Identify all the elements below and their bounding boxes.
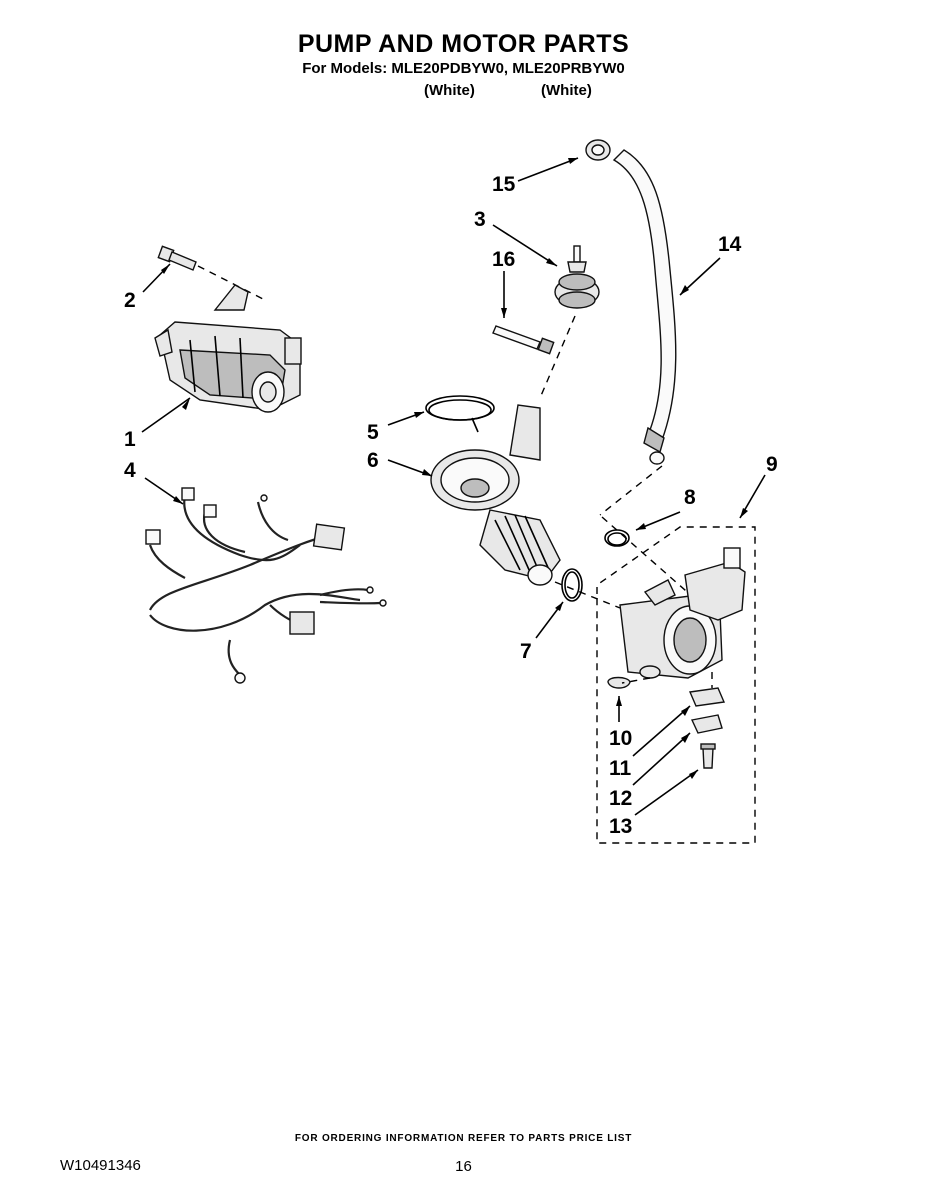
part-10-grommet [607, 676, 651, 689]
callout-14: 14 [718, 233, 742, 256]
callout-8: 8 [684, 486, 696, 509]
leader-lines [141, 157, 766, 816]
callout-2: 2 [124, 289, 136, 312]
callout-16: 16 [492, 248, 515, 271]
callout-11: 11 [609, 757, 632, 780]
callout-1: 1 [124, 428, 136, 451]
part-3-vent-valve [539, 245, 600, 399]
part-7-clamp [561, 568, 583, 602]
part-6-sump-hose [430, 404, 621, 609]
part-4-wiring-harness [145, 487, 387, 684]
part-15-hose-clamp [585, 139, 611, 161]
part-14-drain-hose [599, 149, 677, 516]
page-number: 16 [455, 1158, 472, 1175]
callout-7: 7 [520, 640, 532, 663]
model-color-2: (White) [541, 82, 592, 99]
callout-4: 4 [124, 459, 136, 482]
part-13-screw [700, 743, 716, 769]
callout-6: 6 [367, 449, 379, 472]
part-16-cable-tie [492, 325, 555, 355]
callout-5: 5 [367, 421, 379, 444]
part-2-bolt [157, 245, 266, 301]
callout-9: 9 [766, 453, 778, 476]
part-5-clamp [425, 395, 495, 433]
part-1-drive-motor [154, 284, 302, 413]
callout-3: 3 [474, 208, 486, 231]
model-color-1: (White) [424, 82, 475, 99]
callout-15: 15 [492, 173, 516, 196]
callout-13: 13 [609, 815, 632, 838]
part-11-mounting-bracket [688, 672, 726, 707]
ordering-note: FOR ORDERING INFORMATION REFER TO PARTS … [294, 1133, 633, 1144]
part-9-drain-pump [596, 516, 756, 844]
document-number: W10491346 [60, 1157, 141, 1174]
model-list: For Models: MLE20PDBYW0, MLE20PRBYW0 [302, 60, 625, 77]
page-title: PUMP AND MOTOR PARTS [297, 30, 630, 58]
part-12-washer-plate [690, 714, 723, 734]
callout-12: 12 [609, 787, 632, 810]
callout-10: 10 [609, 727, 632, 750]
